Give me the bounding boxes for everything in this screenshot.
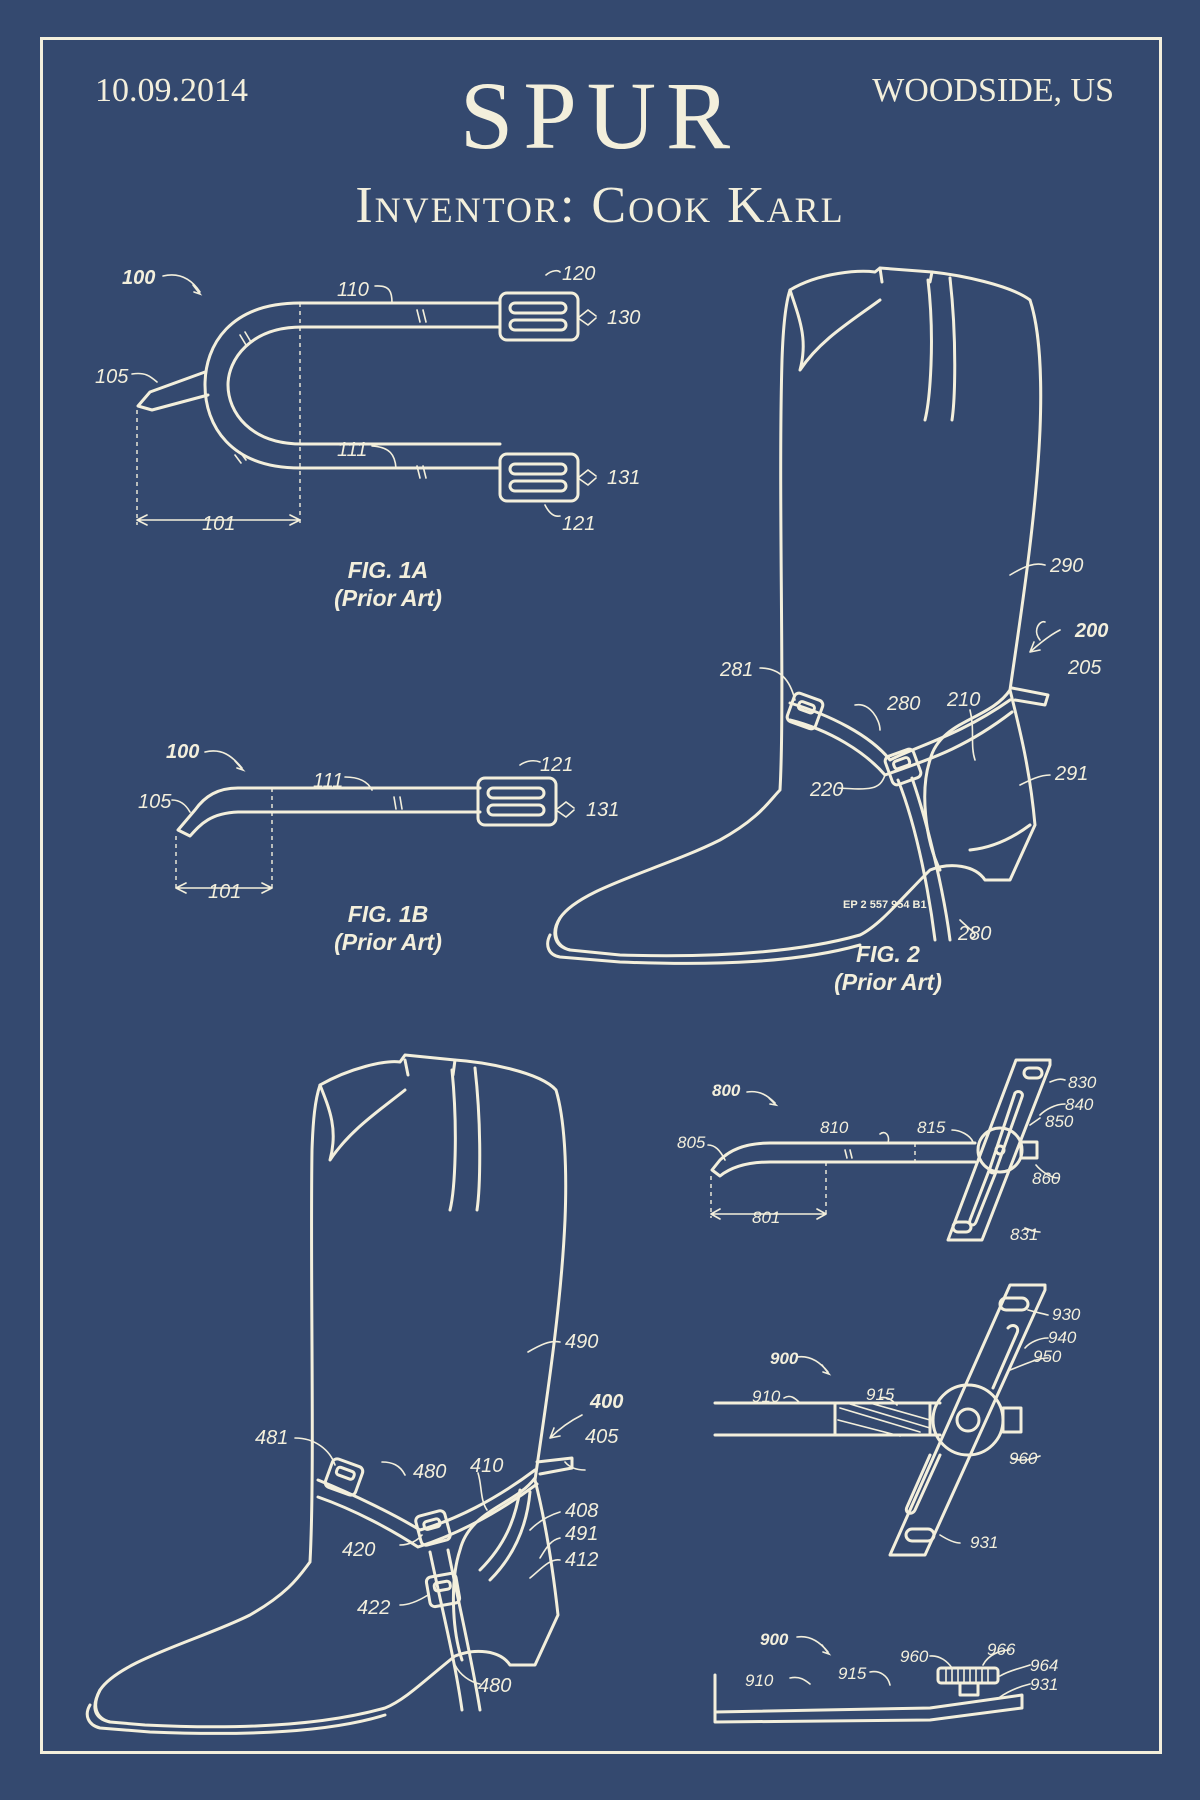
patent-number-stamp: EP 2 557 954 B1 (843, 899, 927, 911)
ref-label: 422 (357, 1597, 390, 1619)
ref-label: 810 (820, 1118, 849, 1137)
fig-9-drawing: 900 930 940 950 910 915 960 931 (713, 1283, 1081, 1557)
fig-1a-drawing: 100 110 120 130 105 111 131 121 101 FIG.… (95, 263, 640, 611)
ref-label: 915 (866, 1385, 895, 1404)
ref-label: 290 (1049, 555, 1083, 577)
ref-label: 964 (1030, 1656, 1058, 1675)
poster-frame (40, 37, 1162, 1754)
ref-label: 801 (752, 1208, 780, 1227)
ref-label: 910 (745, 1671, 774, 1690)
ref-label: 931 (1030, 1675, 1058, 1694)
ref-label: 805 (677, 1133, 706, 1152)
ref-label: 101 (202, 513, 235, 535)
ref-label: 480 (413, 1461, 446, 1483)
fig-4-drawing: 490 400 405 481 480 410 408 491 420 412 … (85, 1053, 623, 1735)
fig-1b-note: (Prior Art) (334, 929, 442, 955)
ref-label: 900 (770, 1349, 799, 1368)
ref-label: 490 (565, 1331, 598, 1353)
ref-label: 111 (337, 439, 367, 461)
ref-label: 111 (313, 770, 343, 792)
ref-label: 860 (1032, 1169, 1061, 1188)
ref-label: 121 (540, 754, 573, 776)
ref-label: 481 (255, 1427, 288, 1449)
ref-label: 105 (138, 791, 172, 813)
fig-2-drawing: EP 2 557 954 B1 290 200 205 281 280 210 … (546, 266, 1108, 995)
ref-label: 220 (809, 779, 843, 801)
ref-label: 280 (886, 693, 920, 715)
ref-label: 910 (752, 1387, 781, 1406)
ref-label: 480 (478, 1675, 511, 1697)
ref-label: 280 (957, 923, 991, 945)
ref-label: 930 (1052, 1305, 1081, 1324)
ref-label: 205 (1067, 657, 1102, 679)
ref-label: 840 (1065, 1095, 1094, 1114)
ref-label: 131 (586, 799, 619, 821)
ref-label: 100 (122, 267, 155, 289)
ref-label: 931 (970, 1533, 998, 1552)
patent-location: WOODSIDE, US (872, 72, 1114, 109)
fig-1a-note: (Prior Art) (334, 585, 442, 611)
ref-label: 405 (585, 1426, 619, 1448)
patent-date: 10.09.2014 (95, 72, 248, 109)
fig-2-caption: FIG. 2 (856, 941, 920, 967)
ref-label: 950 (1033, 1347, 1062, 1366)
ref-label: 940 (1048, 1328, 1077, 1347)
fig-1b-caption: FIG. 1B (348, 901, 429, 927)
ref-label: 850 (1045, 1112, 1074, 1131)
ref-label: 131 (607, 467, 640, 489)
patent-inventor: Inventor: Cook Karl (355, 177, 845, 234)
ref-label: 410 (470, 1455, 503, 1477)
ref-label: 815 (917, 1118, 946, 1137)
ref-label: 200 (1074, 620, 1108, 642)
ref-label: 291 (1054, 763, 1088, 785)
ref-label: 800 (712, 1081, 741, 1100)
ref-label: 491 (565, 1523, 598, 1545)
ref-label: 400 (589, 1391, 623, 1413)
ref-label: 101 (208, 881, 241, 903)
fig-1a-caption: FIG. 1A (348, 557, 429, 583)
ref-label: 412 (565, 1549, 598, 1571)
ref-label: 121 (562, 513, 595, 535)
ref-label: 408 (565, 1500, 598, 1522)
fig-8-drawing: 800 830 840 850 810 815 805 860 801 831 (677, 1058, 1097, 1244)
ref-label: 120 (562, 263, 595, 285)
ref-label: 100 (166, 741, 199, 763)
patent-title: SPUR (459, 62, 741, 169)
ref-label: 960 (1009, 1449, 1038, 1468)
ref-label: 210 (946, 689, 980, 711)
fig-9-side-drawing: 900 960 966 964 910 915 931 (713, 1630, 1058, 1724)
ref-label: 915 (838, 1664, 867, 1683)
ref-label: 105 (95, 366, 129, 388)
ref-label: 831 (1010, 1225, 1038, 1244)
ref-label: 966 (987, 1640, 1016, 1659)
ref-label: 281 (719, 659, 753, 681)
ref-label: 900 (760, 1630, 789, 1649)
ref-label: 110 (337, 279, 369, 301)
ref-label: 420 (342, 1539, 375, 1561)
ref-label: 130 (607, 307, 640, 329)
ref-label: 960 (900, 1647, 929, 1666)
fig-1b-drawing: 100 111 121 105 131 101 FIG. 1B (Prior A… (138, 741, 619, 955)
fig-2-note: (Prior Art) (834, 969, 942, 995)
ref-label: 830 (1068, 1073, 1097, 1092)
